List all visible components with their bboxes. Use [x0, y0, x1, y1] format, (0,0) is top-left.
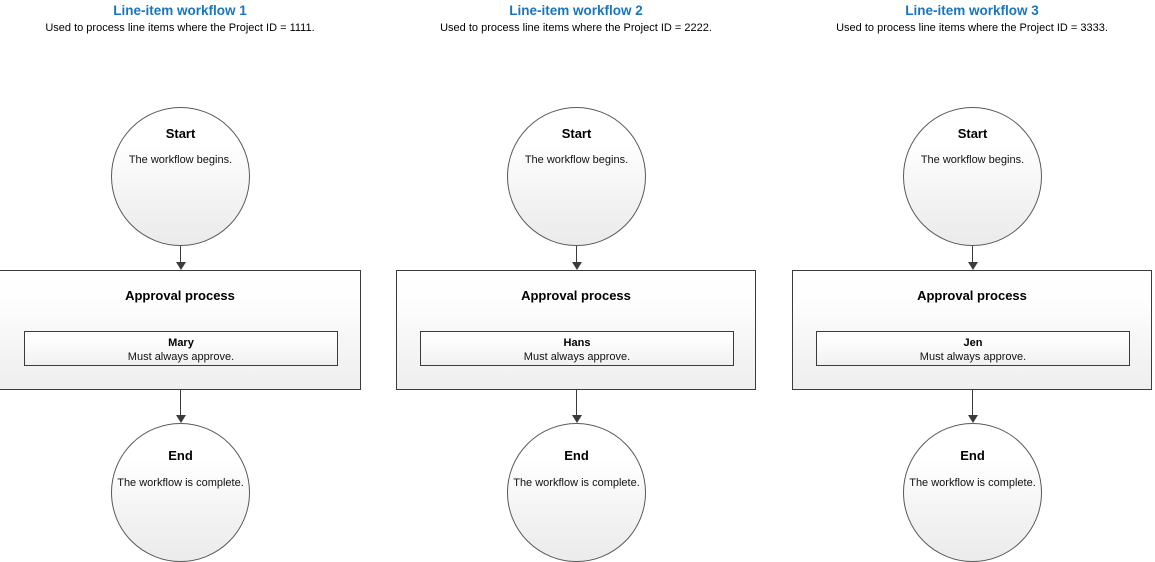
workflow-title-2: Line-item workflow 2 — [509, 3, 643, 18]
approval-process-box-1[interactable]: Approval process Mary Must always approv… — [0, 270, 361, 390]
start-node-description-2: The workflow begins. — [524, 154, 629, 166]
approver-item-2[interactable]: Hans Must always approve. — [420, 331, 734, 366]
connector-line — [576, 246, 577, 263]
connector-line — [180, 246, 181, 263]
arrowhead-icon — [968, 262, 978, 270]
workflow-subtitle-2: Used to process line items where the Pro… — [440, 22, 712, 34]
start-node-3[interactable]: Start The workflow begins. — [903, 107, 1042, 246]
end-node-title-1: End — [168, 448, 193, 463]
connector-line — [576, 390, 577, 416]
connector-line — [972, 246, 973, 263]
approver-rule-2: Must always approve. — [523, 351, 631, 363]
start-node-description-3: The workflow begins. — [920, 154, 1025, 166]
approver-item-1[interactable]: Mary Must always approve. — [24, 331, 338, 366]
start-node-2[interactable]: Start The workflow begins. — [507, 107, 646, 246]
arrowhead-icon — [572, 415, 582, 423]
start-node-title-3: Start — [957, 126, 988, 141]
arrowhead-icon — [968, 415, 978, 423]
approver-name-3: Jen — [963, 337, 983, 349]
approval-process-title-3: Approval process — [917, 288, 1027, 303]
end-node-2[interactable]: End The workflow is complete. — [507, 423, 646, 562]
connector-line — [180, 390, 181, 416]
approver-name-1: Mary — [168, 337, 194, 349]
workflow-subtitle-3: Used to process line items where the Pro… — [836, 22, 1108, 34]
workflow-header-2: Line-item workflow 2 Used to process lin… — [426, 2, 726, 36]
arrowhead-icon — [572, 262, 582, 270]
approver-item-3[interactable]: Jen Must always approve. — [816, 331, 1130, 366]
end-node-title-2: End — [564, 448, 589, 463]
workflow-header-3: Line-item workflow 3 Used to process lin… — [822, 2, 1122, 36]
approval-process-box-3[interactable]: Approval process Jen Must always approve… — [792, 270, 1152, 390]
workflow-header-1: Line-item workflow 1 Used to process lin… — [30, 2, 330, 36]
approver-rule-3: Must always approve. — [919, 351, 1027, 363]
approval-process-title-2: Approval process — [521, 288, 631, 303]
start-node-title-1: Start — [165, 126, 196, 141]
arrowhead-icon — [176, 415, 186, 423]
arrowhead-icon — [176, 262, 186, 270]
end-node-title-3: End — [960, 448, 985, 463]
workflow-title-3: Line-item workflow 3 — [905, 3, 1039, 18]
approver-name-2: Hans — [563, 337, 591, 349]
connector-line — [972, 390, 973, 416]
start-node-description-1: The workflow begins. — [128, 154, 233, 166]
workflow-title-1: Line-item workflow 1 — [113, 3, 247, 18]
start-node-1[interactable]: Start The workflow begins. — [111, 107, 250, 246]
end-node-description-3: The workflow is complete. — [909, 477, 1036, 489]
end-node-1[interactable]: End The workflow is complete. — [111, 423, 250, 562]
approval-process-title-1: Approval process — [125, 288, 235, 303]
end-node-description-2: The workflow is complete. — [513, 477, 640, 489]
start-node-title-2: Start — [561, 126, 592, 141]
approver-rule-1: Must always approve. — [127, 351, 235, 363]
approval-process-box-2[interactable]: Approval process Hans Must always approv… — [396, 270, 756, 390]
end-node-3[interactable]: End The workflow is complete. — [903, 423, 1042, 562]
end-node-description-1: The workflow is complete. — [117, 477, 244, 489]
workflow-subtitle-1: Used to process line items where the Pro… — [45, 22, 315, 34]
